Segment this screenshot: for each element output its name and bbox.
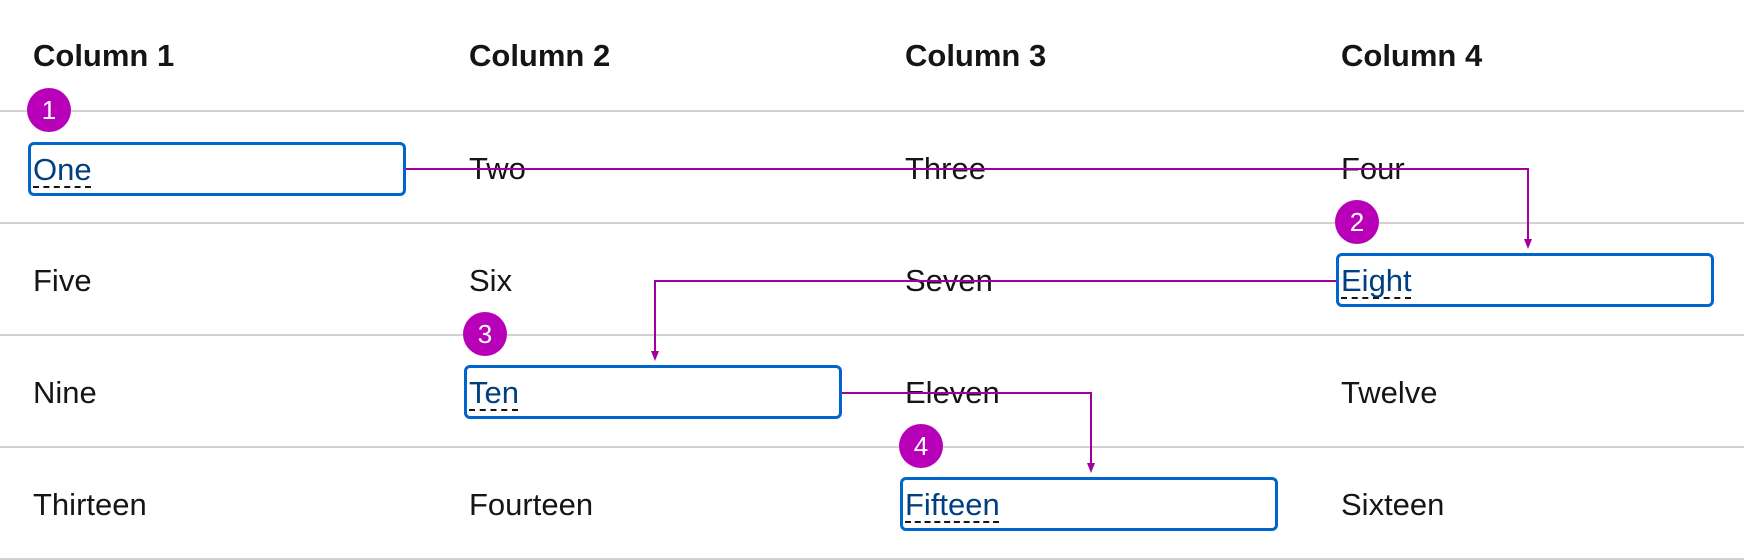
column-header-1[interactable]: Column 1: [33, 38, 175, 73]
cell-text-one[interactable]: One: [33, 152, 92, 187]
step-badge-3: 3: [463, 312, 507, 356]
cell-fourteen: Fourteen: [469, 487, 594, 522]
step-badge-4: 4: [899, 424, 943, 468]
row-divider: [0, 334, 1744, 336]
cell-five: Five: [33, 263, 92, 298]
row-divider: [0, 558, 1744, 560]
focused-cell-fifteen[interactable]: Fifteen: [900, 477, 1278, 531]
step-badge-2: 2: [1335, 200, 1379, 244]
focused-cell-one[interactable]: One: [28, 142, 406, 196]
cell-sixteen: Sixteen: [1341, 487, 1445, 522]
cell-text-eight[interactable]: Eight: [1341, 263, 1412, 298]
row-divider: [0, 222, 1744, 224]
row-divider: [0, 446, 1744, 448]
column-header-2[interactable]: Column 2: [469, 38, 611, 73]
column-header-4[interactable]: Column 4: [1341, 38, 1483, 73]
cell-six: Six: [469, 263, 513, 298]
cell-seven: Seven: [905, 263, 993, 298]
step-badge-1: 1: [27, 88, 71, 132]
focused-cell-eight[interactable]: Eight: [1336, 253, 1714, 307]
cell-thirteen: Thirteen: [33, 487, 147, 522]
cell-four: Four: [1341, 151, 1405, 186]
row-divider: [0, 110, 1744, 112]
focused-cell-ten[interactable]: Ten: [464, 365, 842, 419]
cell-three: Three: [905, 151, 986, 186]
cell-two: Two: [469, 151, 526, 186]
cell-text-ten[interactable]: Ten: [469, 375, 519, 410]
column-header-3[interactable]: Column 3: [905, 38, 1047, 73]
cell-nine: Nine: [33, 375, 97, 410]
cell-twelve: Twelve: [1341, 375, 1438, 410]
cell-eleven: Eleven: [905, 375, 1000, 410]
cell-text-fifteen[interactable]: Fifteen: [905, 487, 1000, 522]
